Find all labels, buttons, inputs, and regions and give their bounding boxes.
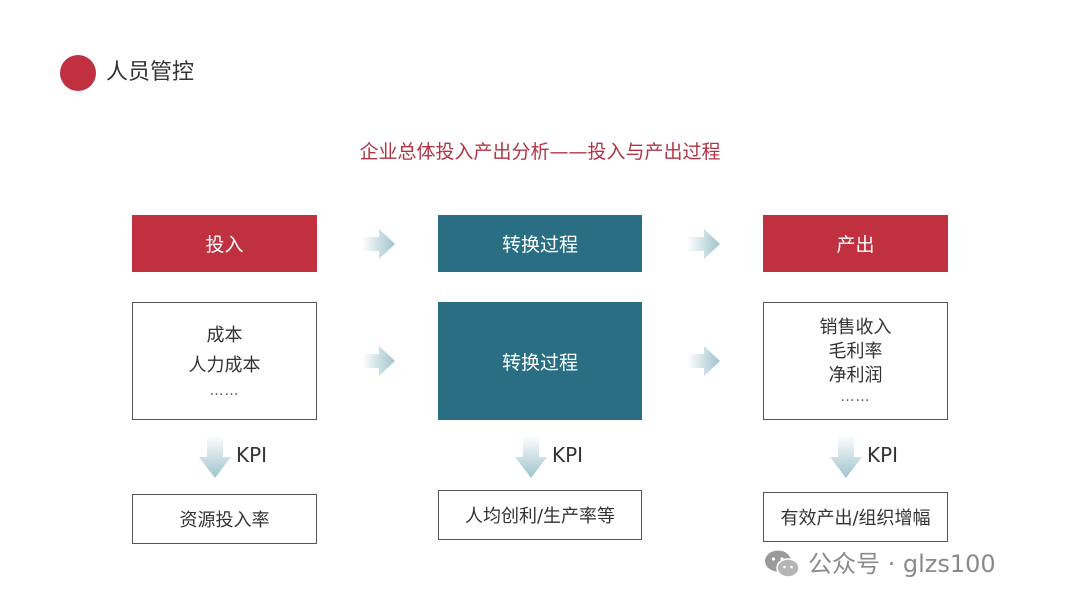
output-detail-box: 销售收入 毛利率 净利润 …… xyxy=(763,302,948,420)
down-arrow-icon xyxy=(199,435,231,478)
process-kpi-result: 人均创利/生产率等 xyxy=(438,490,642,540)
kpi-label: KPI xyxy=(867,443,899,467)
output-item-gross-margin: 毛利率 xyxy=(828,341,883,362)
output-kpi-result: 有效产出/组织增幅 xyxy=(763,492,948,542)
kpi-label: KPI xyxy=(552,443,584,467)
output-item-net-profit: 净利润 xyxy=(828,365,883,386)
down-arrow-icon xyxy=(515,435,547,478)
input-item-cost: 成本 xyxy=(206,325,243,346)
down-arrow-icon xyxy=(830,435,862,478)
input-item-ellipsis: …… xyxy=(209,383,240,399)
right-arrow-icon xyxy=(362,346,395,376)
input-kpi-result: 资源投入率 xyxy=(132,494,317,544)
input-detail-box: 成本 人力成本 …… xyxy=(132,302,317,420)
right-arrow-icon xyxy=(362,229,395,259)
kpi-label: KPI xyxy=(236,443,268,467)
output-item-sales: 销售收入 xyxy=(819,317,892,338)
section-marker-dot xyxy=(60,55,96,91)
section-title: 人员管控 xyxy=(106,60,195,85)
right-arrow-icon xyxy=(687,346,720,376)
watermark: 公众号 · glzs100 xyxy=(764,548,996,580)
process-header: 转换过程 xyxy=(438,215,642,272)
input-item-labor-cost: 人力成本 xyxy=(188,355,261,376)
page-title: 企业总体投入产出分析——投入与产出过程 xyxy=(359,141,721,163)
right-arrow-icon xyxy=(687,229,720,259)
output-header: 产出 xyxy=(763,215,948,272)
wechat-icon xyxy=(765,550,800,578)
input-header: 投入 xyxy=(132,215,317,272)
watermark-text: 公众号 · glzs100 xyxy=(808,550,996,578)
output-item-ellipsis: …… xyxy=(840,389,871,405)
process-center-box: 转换过程 xyxy=(438,302,642,420)
